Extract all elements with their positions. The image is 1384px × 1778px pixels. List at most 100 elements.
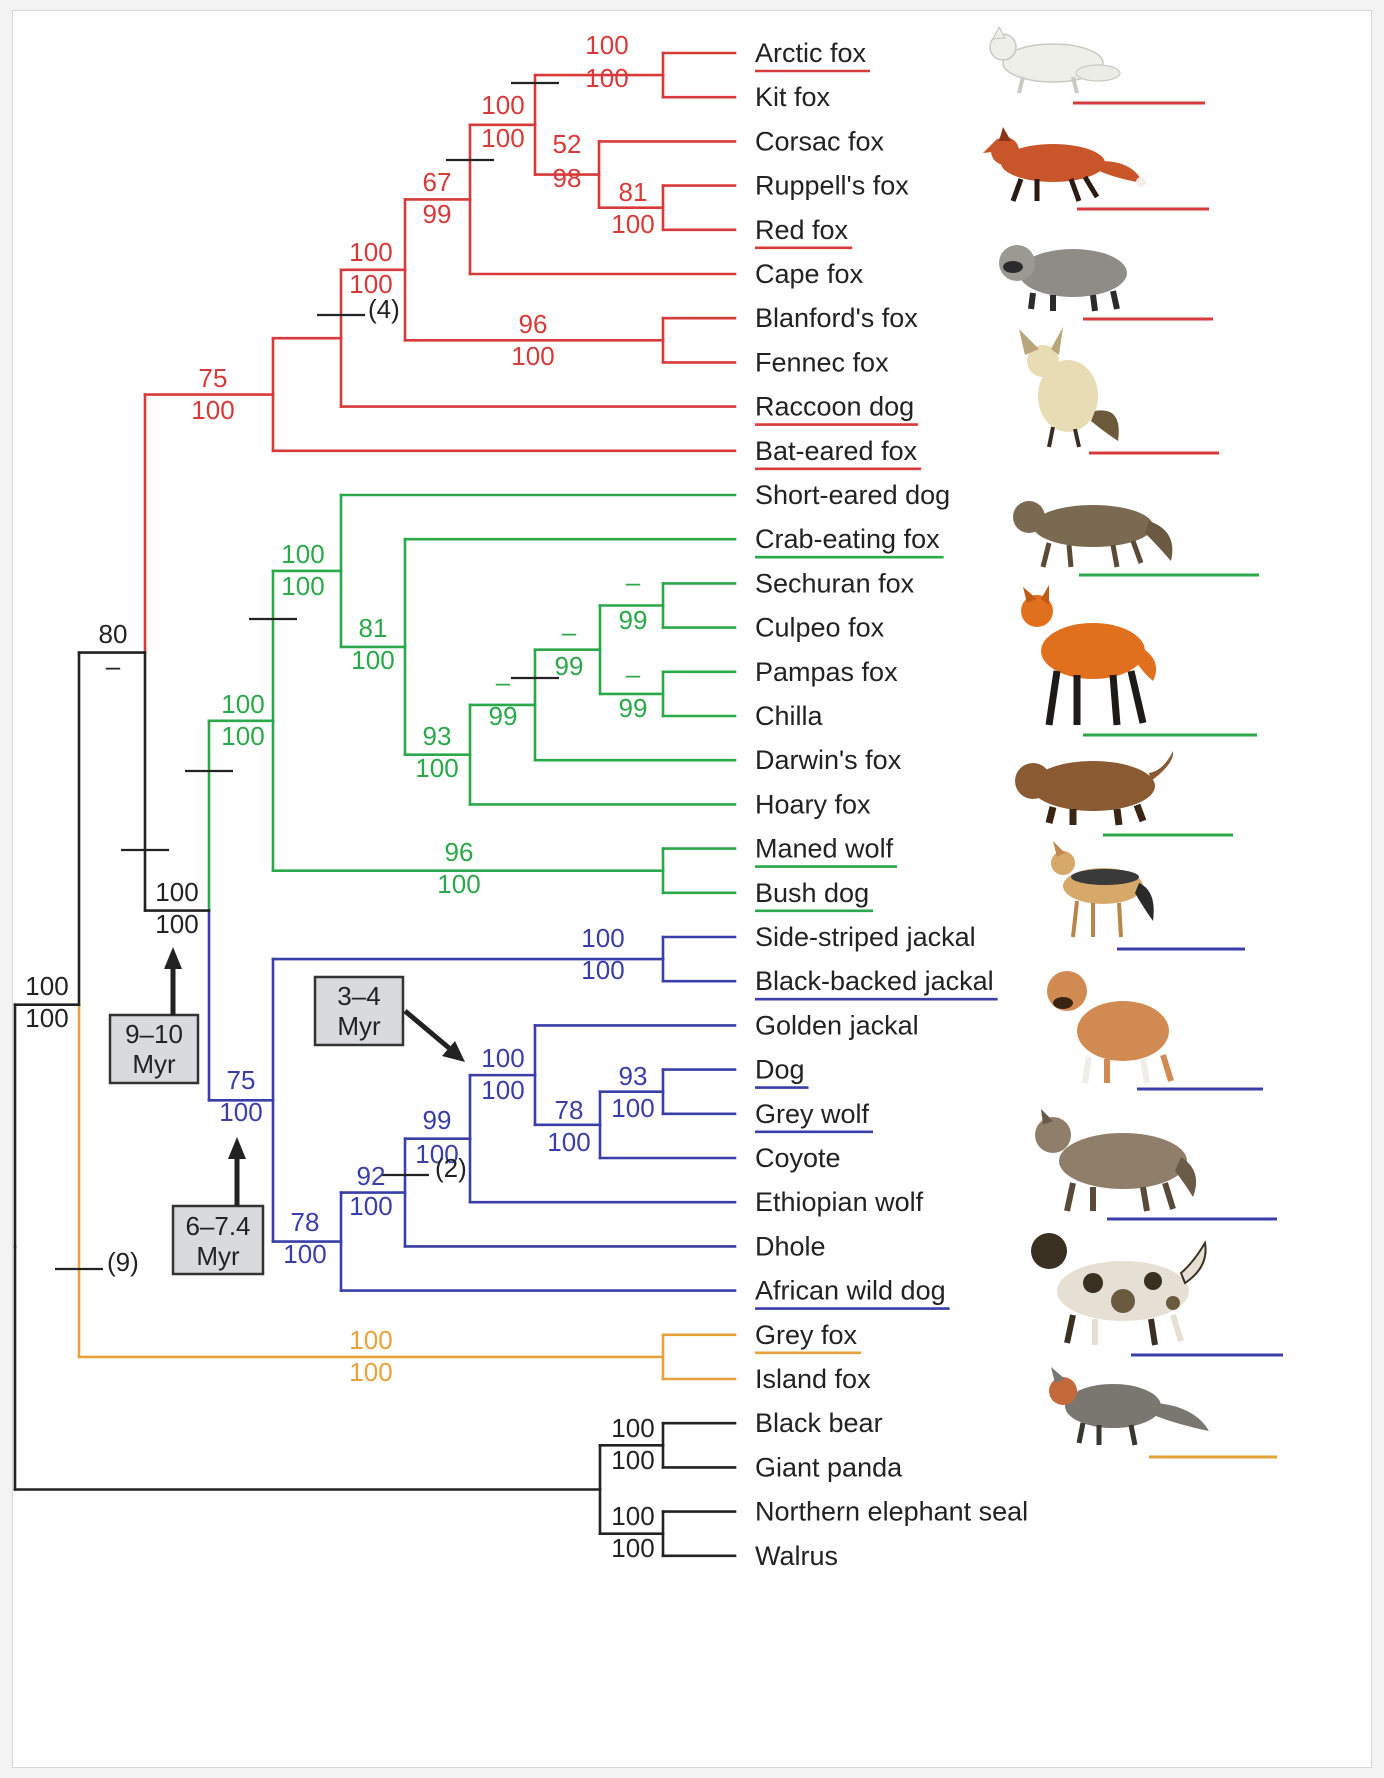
taxon-label: Fennec fox — [755, 347, 889, 377]
support-top: 99 — [423, 1105, 452, 1135]
taxon-label: Golden jackal — [755, 1010, 919, 1040]
taxon-label: Hoary fox — [755, 789, 871, 819]
transition-ticks — [55, 81, 559, 1271]
black-backed-jackal-illustration — [1051, 841, 1154, 938]
support-bottom: – — [106, 651, 121, 681]
annotations: (4) (2) (9) 9–10 Myr 6–7.4 Myr 3–4 Myr — [107, 294, 467, 1277]
taxon-label: Blanford's fox — [755, 303, 918, 333]
support-top: 52 — [553, 129, 582, 159]
support-bottom: 100 — [585, 63, 628, 93]
support-top: 100 — [221, 689, 264, 719]
raccoon-dog-illustration — [999, 245, 1127, 312]
taxon-label: Kit fox — [755, 82, 831, 112]
taxon-label: Arctic fox — [755, 38, 867, 68]
support-bottom: 100 — [351, 645, 394, 675]
myr-6-7-unit: Myr — [196, 1241, 240, 1271]
support-top: 81 — [359, 613, 388, 643]
support-bottom: 100 — [191, 395, 234, 425]
support-top: 100 — [481, 90, 524, 120]
support-bottom: 100 — [349, 1357, 392, 1387]
support-bottom: 98 — [553, 163, 582, 193]
support-top: 100 — [611, 1501, 654, 1531]
taxon-label: Bat-eared fox — [755, 436, 918, 466]
taxon-label: Crab-eating fox — [755, 524, 940, 554]
taxon-label: Grey fox — [755, 1320, 858, 1350]
taxon-label: Ethiopian wolf — [755, 1187, 924, 1217]
support-top: 75 — [227, 1065, 256, 1095]
taxon-label: Raccoon dog — [755, 392, 914, 422]
bush-dog-illustration — [1015, 751, 1174, 826]
support-bottom: 100 — [155, 909, 198, 939]
arrow-down-right-icon — [442, 1041, 465, 1062]
taxon-label: Cape fox — [755, 259, 864, 289]
support-bottom: 99 — [619, 605, 648, 635]
arrow-up-icon — [164, 947, 182, 969]
support-top: 78 — [291, 1207, 320, 1237]
support-bottom: 100 — [611, 209, 654, 239]
support-bottom: 100 — [25, 1003, 68, 1033]
myr-3-4-value: 3–4 — [337, 981, 380, 1011]
support-top: 80 — [99, 619, 128, 649]
grey-fox-illustration — [1049, 1367, 1209, 1446]
support-top: 93 — [423, 721, 452, 751]
taxon-label: Sechuran fox — [755, 568, 915, 598]
support-bottom: 100 — [511, 341, 554, 371]
support-top: 100 — [581, 923, 624, 953]
support-top: 100 — [481, 1043, 524, 1073]
taxon-label: Northern elephant seal — [755, 1497, 1028, 1527]
support-top: 100 — [281, 539, 324, 569]
support-top: 100 — [155, 877, 198, 907]
taxon-label: Giant panda — [755, 1452, 903, 1482]
support-bottom: 100 — [581, 955, 624, 985]
taxon-label: Coyote — [755, 1143, 841, 1173]
support-top: 100 — [25, 971, 68, 1001]
arctic-fox-illustration — [989, 25, 1121, 94]
taxon-label: Culpeo fox — [755, 613, 885, 643]
support-top: 100 — [611, 1413, 654, 1443]
tree-branches — [13, 51, 737, 1558]
taxon-label: Dhole — [755, 1231, 826, 1261]
support-bottom: 99 — [423, 199, 452, 229]
support-bottom: 100 — [481, 1075, 524, 1105]
taxon-label: African wild dog — [755, 1276, 946, 1306]
taxon-label: Red fox — [755, 215, 849, 245]
support-top: 93 — [619, 1061, 648, 1091]
support-bottom: 100 — [349, 1191, 392, 1221]
arrow-up-icon — [228, 1137, 246, 1159]
maned-wolf-illustration — [1021, 585, 1157, 726]
support-bottom: 99 — [619, 693, 648, 723]
red-fox-illustration — [983, 127, 1146, 202]
dog-illustration — [1047, 971, 1174, 1084]
taxon-label: Grey wolf — [755, 1099, 870, 1129]
myr-9-10-value: 9–10 — [125, 1019, 183, 1049]
grey-wolf-illustration — [1035, 1109, 1197, 1212]
support-top: – — [626, 659, 641, 689]
support-bottom: 100 — [221, 721, 264, 751]
support-bottom: 100 — [219, 1097, 262, 1127]
support-bottom: 100 — [437, 869, 480, 899]
taxon-label: Ruppell's fox — [755, 171, 909, 201]
support-top: 100 — [585, 30, 628, 60]
myr-3-4-unit: Myr — [337, 1011, 381, 1041]
support-bottom: 100 — [547, 1127, 590, 1157]
myr-6-7-value: 6–7.4 — [185, 1211, 250, 1241]
taxon-label: Black-backed jackal — [755, 966, 994, 996]
myr-9-10-unit: Myr — [132, 1049, 176, 1079]
support-bottom: 100 — [415, 1139, 458, 1169]
support-top: – — [496, 667, 511, 697]
support-top: 100 — [349, 237, 392, 267]
support-bottom: 100 — [415, 753, 458, 783]
animal-illustrations — [983, 25, 1283, 1459]
short-eared-dog-illustration — [1013, 501, 1173, 568]
support-bottom: 100 — [611, 1533, 654, 1563]
event-count-4: (4) — [368, 294, 400, 324]
taxon-label: Walrus — [755, 1541, 838, 1571]
support-top: 96 — [519, 309, 548, 339]
myr-box-9-10: 9–10 Myr — [108, 947, 200, 1085]
support-top: 96 — [445, 837, 474, 867]
support-top: 67 — [423, 167, 452, 197]
support-bottom: 100 — [611, 1093, 654, 1123]
